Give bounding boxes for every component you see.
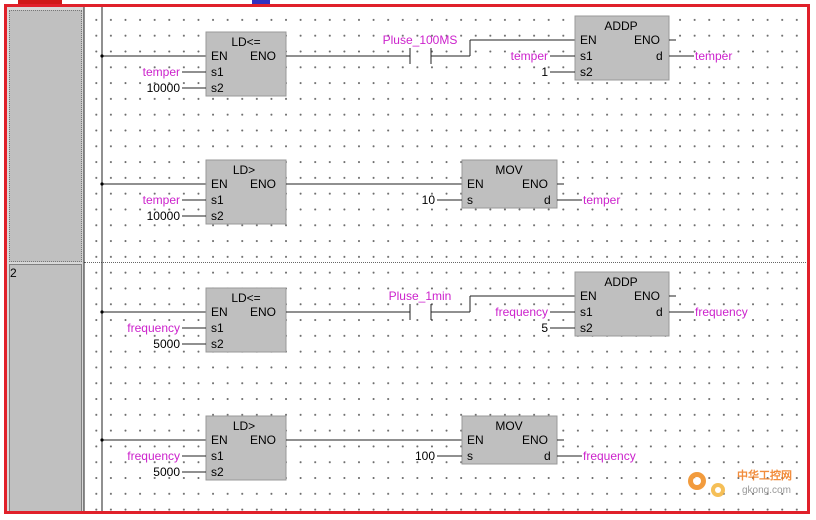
- pin-label-eno: ENO: [522, 433, 548, 447]
- rung-4[interactable]: LD> EN ENO s1 s2 frequency 5000 MOV EN E…: [100, 415, 636, 481]
- row-number: 2: [10, 266, 17, 280]
- pin-label-d: d: [544, 193, 551, 207]
- rung-separator: [84, 262, 810, 263]
- operand-s1[interactable]: temper: [511, 49, 548, 63]
- operand-s1[interactable]: temper: [143, 193, 180, 207]
- pin-label-eno: ENO: [250, 177, 276, 191]
- watermark-url: gkong.com: [742, 485, 791, 496]
- block-title: LD<=: [231, 291, 260, 305]
- operand-s2[interactable]: 5: [541, 321, 548, 335]
- rung-1[interactable]: LD<= EN ENO s1 s2 temper 10000 Pluse_100…: [100, 15, 732, 97]
- contact[interactable]: Pluse_1min: [389, 289, 452, 320]
- operand-s1[interactable]: temper: [143, 65, 180, 79]
- pin-label-eno: ENO: [634, 289, 660, 303]
- function-block-addp[interactable]: ADDP EN ENO s1 d s2: [574, 15, 670, 81]
- pin-label-s: s: [467, 449, 473, 463]
- operand-s[interactable]: 100: [415, 449, 435, 463]
- pin-label-s2: s2: [211, 81, 224, 95]
- pin-label-d: d: [656, 305, 663, 319]
- pin-label-d: d: [544, 449, 551, 463]
- operand-s2[interactable]: 10000: [147, 81, 181, 95]
- pin-label-s2: s2: [211, 209, 224, 223]
- operand-s1[interactable]: frequency: [127, 321, 180, 335]
- pin-label-s2: s2: [211, 465, 224, 479]
- pin-label-en: EN: [467, 177, 484, 191]
- pin-label-eno: ENO: [250, 433, 276, 447]
- compare-block[interactable]: LD<= EN ENO s1 s2: [205, 287, 287, 353]
- pin-label-en: EN: [211, 433, 228, 447]
- rung-3[interactable]: LD<= EN ENO s1 s2 frequency 5000 Pluse_1…: [100, 271, 748, 353]
- pin-label-s1: s1: [211, 193, 224, 207]
- pin-label-en: EN: [467, 433, 484, 447]
- contact[interactable]: Pluse_100MS: [383, 33, 458, 64]
- function-block-mov[interactable]: MOV EN ENO s d: [461, 415, 558, 465]
- contact-label[interactable]: Pluse_1min: [389, 289, 452, 303]
- editor-tab-strip: [0, 0, 816, 6]
- block-title: MOV: [495, 419, 522, 433]
- operand-s[interactable]: 10: [422, 193, 436, 207]
- block-title: LD>: [233, 163, 255, 177]
- pin-label-en: EN: [211, 177, 228, 191]
- pin-label-s1: s1: [211, 321, 224, 335]
- pin-label-s: s: [467, 193, 473, 207]
- operand-s2[interactable]: 5000: [153, 337, 180, 351]
- operand-s2[interactable]: 5000: [153, 465, 180, 479]
- pin-label-eno: ENO: [250, 305, 276, 319]
- row-header-2[interactable]: [9, 264, 82, 514]
- block-title: ADDP: [604, 19, 637, 33]
- operand-d[interactable]: temper: [583, 193, 620, 207]
- function-block-mov[interactable]: MOV EN ENO s d: [461, 159, 558, 209]
- contact-label[interactable]: Pluse_100MS: [383, 33, 458, 47]
- pin-label-s1: s1: [211, 449, 224, 463]
- rung-2[interactable]: LD> EN ENO s1 s2 temper 10000 MOV EN ENO…: [100, 159, 620, 225]
- block-title: ADDP: [604, 275, 637, 289]
- watermark-cn: 中华工控网: [737, 468, 792, 482]
- pin-label-en: EN: [580, 33, 597, 47]
- operand-d[interactable]: frequency: [695, 305, 748, 319]
- ladder-grid[interactable]: [84, 6, 810, 514]
- pin-label-eno: ENO: [250, 49, 276, 63]
- operand-d[interactable]: temper: [695, 49, 732, 63]
- pin-label-s1: s1: [580, 49, 593, 63]
- block-title: LD>: [233, 419, 255, 433]
- tab-indicator-blue[interactable]: [252, 0, 270, 9]
- pin-label-en: EN: [580, 289, 597, 303]
- block-title: LD<=: [231, 35, 260, 49]
- pin-label-eno: ENO: [522, 177, 548, 191]
- pin-label-d: d: [656, 49, 663, 63]
- pin-label-en: EN: [211, 49, 228, 63]
- pin-label-en: EN: [211, 305, 228, 319]
- pin-label-s1: s1: [580, 305, 593, 319]
- tab-indicator-red[interactable]: [18, 0, 62, 9]
- operand-s1[interactable]: frequency: [495, 305, 548, 319]
- pin-label-s2: s2: [580, 321, 593, 335]
- block-title: MOV: [495, 163, 522, 177]
- operand-s2[interactable]: 1: [541, 65, 548, 79]
- row-header-1[interactable]: [9, 10, 82, 262]
- pin-label-eno: ENO: [634, 33, 660, 47]
- pin-label-s1: s1: [211, 65, 224, 79]
- gear-icon: [688, 472, 725, 497]
- function-block-addp[interactable]: ADDP EN ENO s1 d s2: [574, 271, 670, 337]
- compare-block[interactable]: LD> EN ENO s1 s2: [205, 415, 287, 481]
- compare-block[interactable]: LD> EN ENO s1 s2: [205, 159, 287, 225]
- operand-s2[interactable]: 10000: [147, 209, 181, 223]
- pin-label-s2: s2: [211, 337, 224, 351]
- compare-block[interactable]: LD<= EN ENO s1 s2: [205, 31, 287, 97]
- watermark: 中华工控网 gkong.com: [688, 468, 792, 497]
- operand-s1[interactable]: frequency: [127, 449, 180, 463]
- operand-d[interactable]: frequency: [583, 449, 636, 463]
- pin-label-s2: s2: [580, 65, 593, 79]
